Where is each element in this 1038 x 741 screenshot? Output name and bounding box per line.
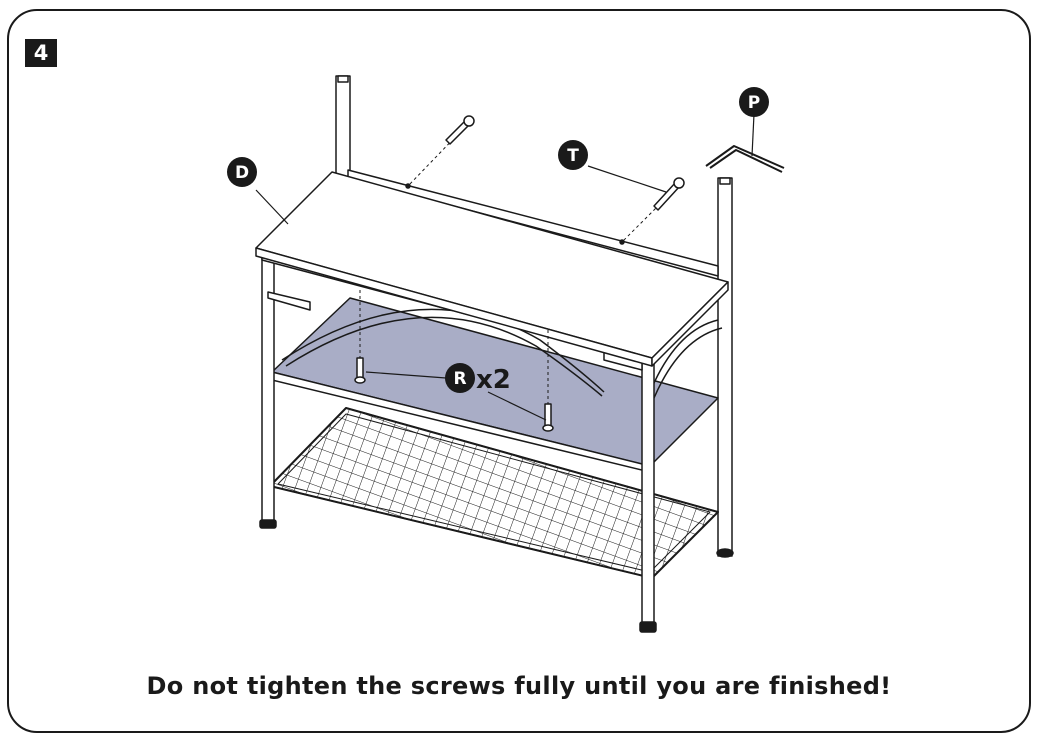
tabletop-panel [255, 171, 729, 367]
screw-r-right [542, 330, 554, 432]
svg-text:D: D [235, 163, 249, 183]
back-left-post [335, 75, 351, 185]
step-number-badge: 4 [25, 39, 57, 67]
svg-text:R: R [453, 369, 466, 389]
svg-text:P: P [748, 93, 760, 113]
back-rail [347, 169, 719, 277]
screw-t-right [621, 177, 685, 243]
part-label-t: T [558, 140, 588, 170]
screw-t-left [407, 115, 475, 187]
part-label-r: R [445, 363, 475, 393]
front-right-leg [639, 357, 657, 633]
instruction-panel [7, 9, 1031, 733]
part-label-d: D [227, 157, 257, 187]
hex-key [705, 145, 785, 173]
back-right-post [716, 177, 734, 558]
instruction-note: Do not tighten the screws fully until yo… [146, 672, 892, 700]
screw-r-left [354, 290, 366, 384]
svg-text:T: T [567, 146, 579, 166]
part-r-quantity: x2 [476, 365, 511, 395]
part-label-p: P [739, 87, 769, 117]
